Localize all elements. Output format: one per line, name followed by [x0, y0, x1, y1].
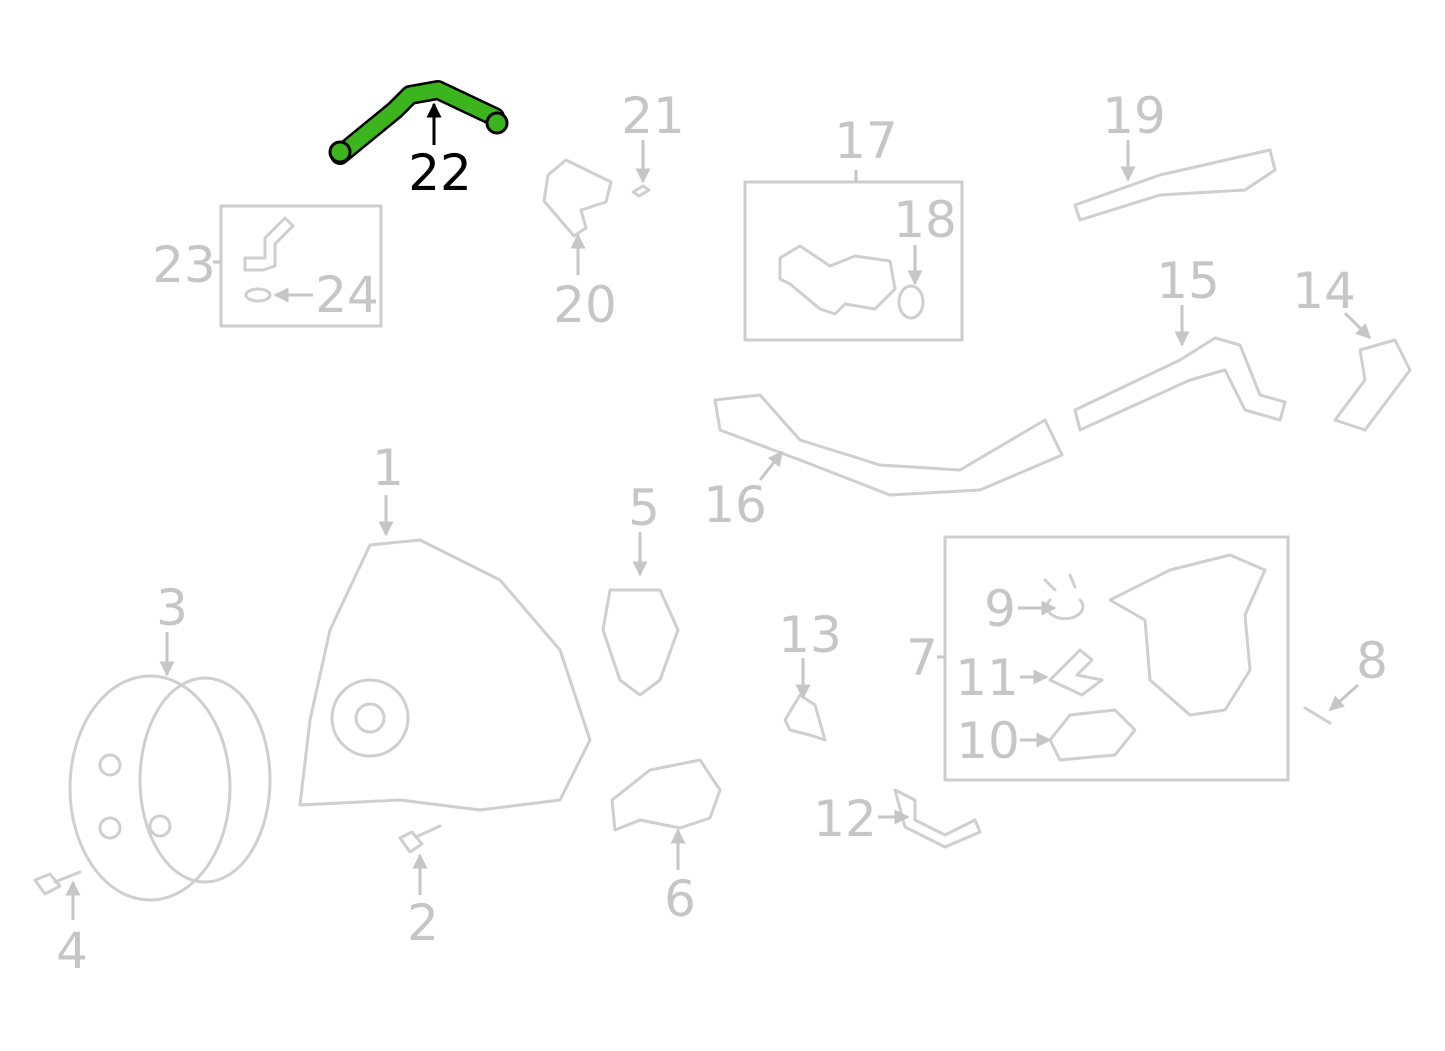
callout-10[interactable]: 10 — [956, 712, 1020, 770]
part-4-bolt[interactable] — [33, 870, 82, 896]
callout-4[interactable]: 4 — [56, 922, 88, 980]
part-12-pipe[interactable] — [893, 788, 982, 849]
part-18-gasket[interactable] — [897, 284, 925, 320]
callout-8[interactable]: 8 — [1356, 632, 1388, 690]
part-13-clip[interactable] — [783, 693, 827, 742]
part-1-water-pump[interactable] — [298, 538, 592, 812]
part-24-oring[interactable] — [244, 287, 272, 303]
callout-2[interactable]: 2 — [407, 894, 439, 952]
callout-14[interactable]: 14 — [1292, 262, 1356, 320]
part-15-pipe[interactable] — [1073, 336, 1287, 432]
part-11-clip[interactable] — [1048, 648, 1104, 697]
callout-13[interactable]: 13 — [778, 606, 842, 664]
part-10-sensor[interactable] — [1048, 708, 1137, 762]
part-20-bracket[interactable] — [542, 158, 613, 238]
part-6-shield[interactable] — [610, 758, 722, 832]
callout-17[interactable]: 17 — [834, 112, 898, 170]
group-box-17 — [743, 180, 964, 342]
part-22-hose[interactable] — [328, 80, 509, 165]
callout-24[interactable]: 24 — [315, 266, 379, 324]
callout-23[interactable]: 23 — [152, 236, 216, 294]
part-16-pipe[interactable] — [713, 393, 1064, 497]
callout-7[interactable]: 7 — [906, 629, 938, 687]
callout-21[interactable]: 21 — [621, 87, 685, 145]
callout-5[interactable]: 5 — [628, 479, 660, 537]
callout-11[interactable]: 11 — [955, 649, 1019, 707]
leader-lines — [65, 140, 1372, 920]
part-8-bolt[interactable] — [1303, 706, 1332, 725]
callout-20[interactable]: 20 — [553, 276, 617, 334]
part-9-clamp[interactable] — [1043, 573, 1085, 621]
part-19-pipe[interactable] — [1073, 148, 1277, 222]
callout-22[interactable]: 22 — [408, 144, 472, 202]
callout-19[interactable]: 19 — [1102, 87, 1166, 145]
part-21-clip[interactable] — [631, 184, 651, 198]
part-2-bolt[interactable] — [398, 824, 442, 854]
part-3-pulley[interactable] — [68, 674, 272, 902]
part-23-fitting[interactable] — [243, 216, 295, 272]
callout-12[interactable]: 12 — [813, 790, 877, 848]
part-14-hose[interactable] — [1333, 338, 1412, 432]
part-7-thermostat-housing[interactable] — [1108, 553, 1267, 717]
part-17-thermostat-housing[interactable] — [778, 244, 897, 316]
part-5-aux-pump[interactable] — [601, 588, 680, 697]
callout-9[interactable]: 9 — [984, 580, 1016, 638]
callout-3[interactable]: 3 — [156, 579, 188, 637]
callout-6[interactable]: 6 — [664, 870, 696, 928]
callout-1[interactable]: 1 — [372, 439, 404, 497]
callout-15[interactable]: 15 — [1156, 252, 1220, 310]
group-box-23 — [219, 204, 383, 328]
callout-18[interactable]: 18 — [893, 191, 957, 249]
callout-16[interactable]: 16 — [703, 476, 767, 534]
